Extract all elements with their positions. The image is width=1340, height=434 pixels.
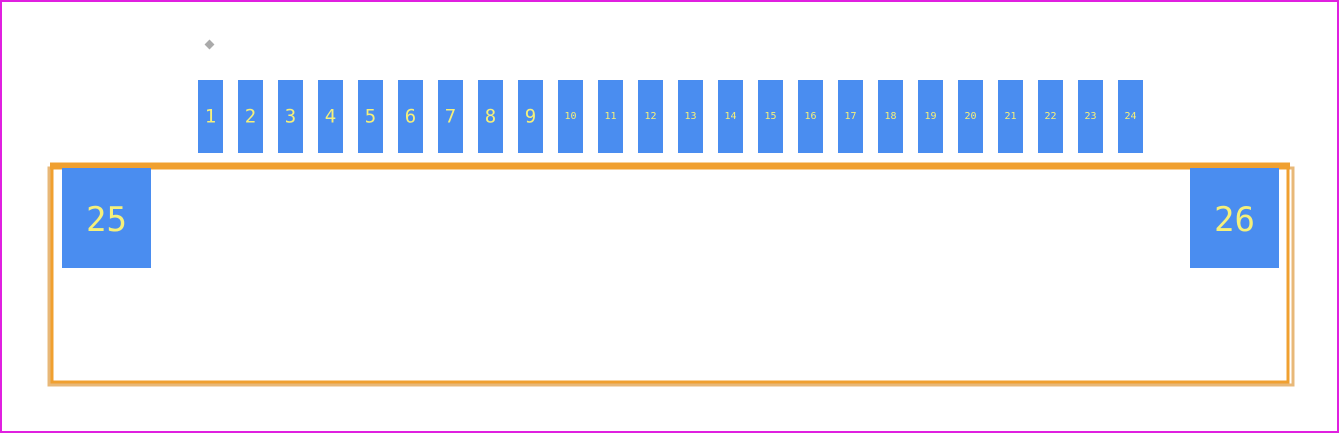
signal-pad: 23 (1078, 80, 1103, 153)
signal-pad: 17 (838, 80, 863, 153)
signal-pad: 21 (998, 80, 1023, 153)
signal-pad-shape (518, 80, 543, 153)
signal-pad-shape (438, 80, 463, 153)
signal-pad-label: 24 (1124, 111, 1136, 122)
signal-pad-label: 8 (485, 106, 496, 128)
mounting-pad-label: 26 (1214, 200, 1255, 240)
signal-pad: 11 (598, 80, 623, 153)
signal-pad-shape (238, 80, 263, 153)
signal-pad: 16 (798, 80, 823, 153)
signal-pad: 1 (198, 80, 223, 153)
signal-pad: 5 (358, 80, 383, 153)
signal-pad-shape (638, 80, 663, 153)
signal-pad-label: 15 (764, 111, 776, 122)
signal-pad: 15 (758, 80, 783, 153)
signal-pad: 7 (438, 80, 463, 153)
mounting-pad-label: 25 (86, 200, 127, 240)
mounting-pad-shape (62, 168, 151, 268)
signal-pad-shape (398, 80, 423, 153)
signal-pad: 14 (718, 80, 743, 153)
signal-pad-shape (718, 80, 743, 153)
mounting-pad-shape (1190, 168, 1279, 268)
signal-pad-shape (958, 80, 983, 153)
signal-pad-shape (918, 80, 943, 153)
signal-pad-label: 12 (644, 111, 656, 122)
signal-pad-shape (1118, 80, 1143, 153)
signal-pad-label: 19 (924, 111, 936, 122)
signal-pad: 4 (318, 80, 343, 153)
signal-pad-shape (758, 80, 783, 153)
signal-pad-label: 11 (604, 111, 616, 122)
signal-pad: 24 (1118, 80, 1143, 153)
signal-pad-shape (478, 80, 503, 153)
signal-pad-label: 6 (405, 106, 416, 128)
signal-pad-label: 7 (445, 106, 456, 128)
signal-pad-shape (1078, 80, 1103, 153)
mounting-pad: 25 (62, 168, 151, 268)
signal-pad-shape (878, 80, 903, 153)
signal-pad-shape (798, 80, 823, 153)
signal-pad: 20 (958, 80, 983, 153)
signal-pad: 12 (638, 80, 663, 153)
signal-pad-shape (838, 80, 863, 153)
signal-pad-label: 9 (525, 106, 536, 128)
signal-pad: 10 (558, 80, 583, 153)
signal-pad: 22 (1038, 80, 1063, 153)
signal-pad-shape (598, 80, 623, 153)
signal-pad-shape (558, 80, 583, 153)
signal-pad-label: 13 (684, 111, 696, 122)
signal-pad-label: 5 (365, 106, 376, 128)
signal-pad-label: 20 (964, 111, 976, 122)
signal-pad: 18 (878, 80, 903, 153)
signal-pad-shape (998, 80, 1023, 153)
mounting-pad: 26 (1190, 168, 1279, 268)
signal-pad: 9 (518, 80, 543, 153)
signal-pad-shape (1038, 80, 1063, 153)
signal-pad-label: 3 (285, 106, 296, 128)
signal-pad: 6 (398, 80, 423, 153)
signal-pad-label: 17 (844, 111, 856, 122)
signal-pad-shape (358, 80, 383, 153)
signal-pad-label: 18 (884, 111, 896, 122)
signal-pad: 13 (678, 80, 703, 153)
mounting-pad-group: 25 26 (62, 168, 1279, 268)
signal-pad-shape (678, 80, 703, 153)
component-body-outline (50, 164, 1290, 384)
component-body-outline-back (47, 166, 1295, 387)
signal-pad: 3 (278, 80, 303, 153)
signal-pad-shape (198, 80, 223, 153)
signal-pad-label: 22 (1044, 111, 1056, 122)
signal-pad-label: 23 (1084, 111, 1096, 122)
signal-pad-shape (278, 80, 303, 153)
pin1-marker (204, 39, 215, 50)
signal-pad-label: 10 (564, 111, 576, 122)
signal-pad-label: 1 (205, 106, 216, 128)
signal-pad-shape (318, 80, 343, 153)
signal-pad-label: 16 (804, 111, 816, 122)
signal-pad: 8 (478, 80, 503, 153)
signal-pad-label: 2 (245, 106, 256, 128)
signal-pad: 2 (238, 80, 263, 153)
signal-pad-label: 21 (1004, 111, 1016, 122)
signal-pad: 19 (918, 80, 943, 153)
signal-pad-label: 14 (724, 111, 736, 122)
signal-pad-label: 4 (325, 106, 336, 128)
